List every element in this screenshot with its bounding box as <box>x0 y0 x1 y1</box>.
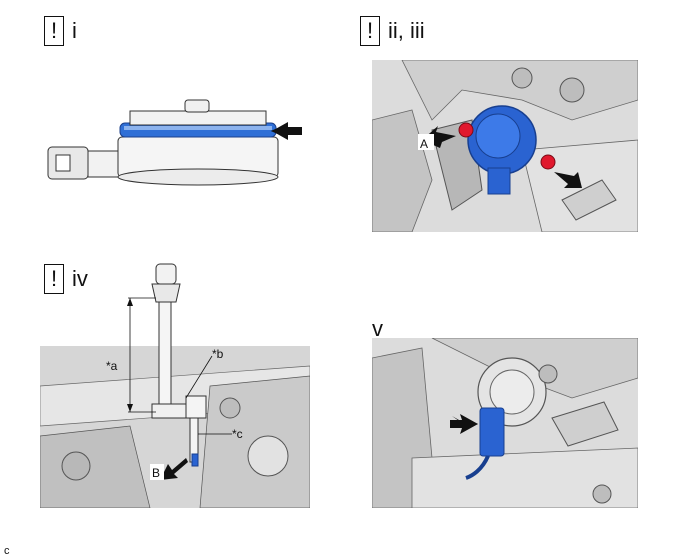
connector-icon <box>479 407 505 457</box>
connector-photo <box>372 338 638 508</box>
callout-A: A <box>420 137 428 151</box>
step-i-label: ! i <box>44 16 77 46</box>
torque-wrench-photo <box>40 346 310 508</box>
bolt-icon <box>540 154 556 170</box>
step-iv-label: ! iv <box>44 264 88 294</box>
step-v-label: v <box>372 316 383 341</box>
arrow-icon <box>450 414 478 434</box>
sensor-o-ring-illustration <box>47 99 302 186</box>
callout-a: *a <box>106 359 118 373</box>
callout-B: B <box>152 466 160 480</box>
step-ii-iii-label: ! ii, iii <box>360 16 425 46</box>
arrow-icon <box>160 458 188 480</box>
caution-icon: ! <box>360 16 380 46</box>
callout-c: *c <box>232 427 243 441</box>
caution-icon: ! <box>44 16 64 46</box>
arrow-icon <box>286 127 302 135</box>
caution-icon: ! <box>44 264 64 294</box>
step-iv-text: iv <box>72 266 88 291</box>
step-i-text: i <box>72 18 77 43</box>
step-ii-iii-text: ii, iii <box>388 18 425 43</box>
bolt-removal-photo: A <box>372 60 638 232</box>
bolt-icon <box>458 122 474 138</box>
callout-b: *b <box>212 347 224 361</box>
figure-code: c <box>4 545 10 557</box>
arrow-icon <box>554 172 582 188</box>
torque-wrench-illustration: *a *b *c B <box>106 263 243 480</box>
